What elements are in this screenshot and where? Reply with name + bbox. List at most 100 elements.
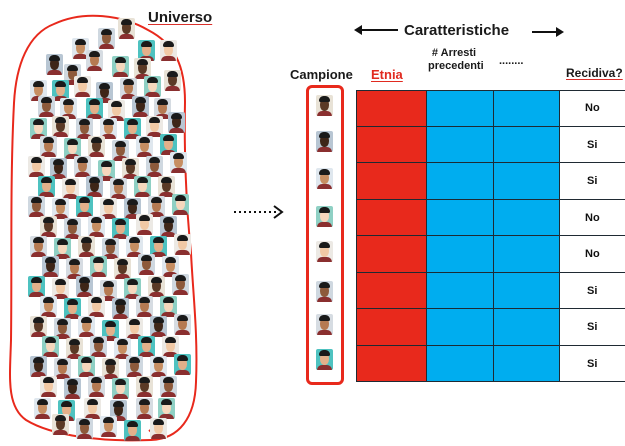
- person-face-icon: [134, 176, 151, 197]
- sample-column: [306, 85, 344, 385]
- table-column-divider: [493, 90, 494, 382]
- person-face-icon: [144, 76, 161, 97]
- person-face-icon: [174, 234, 191, 255]
- table-cell: [356, 272, 426, 309]
- person-face-icon: [126, 356, 143, 377]
- person-face-icon: [54, 318, 71, 339]
- person-face-icon: [78, 236, 95, 257]
- person-face-icon: [28, 196, 45, 217]
- person-face-icon: [162, 256, 179, 277]
- person-face-icon: [150, 236, 167, 257]
- person-face-icon: [76, 276, 93, 297]
- person-face-icon: [110, 178, 127, 199]
- person-face-icon: [118, 18, 135, 39]
- person-face-icon: [126, 236, 143, 257]
- table-cell: [559, 90, 625, 127]
- person-face-icon: [46, 54, 63, 75]
- person-face-icon: [138, 336, 155, 357]
- column-header-dots: ........: [499, 55, 524, 67]
- sample-face-icon: [316, 168, 333, 189]
- person-face-icon: [62, 178, 79, 199]
- table-cell: [559, 126, 625, 163]
- table-cell: [426, 163, 493, 200]
- person-face-icon: [64, 138, 81, 159]
- table-cell: [493, 199, 559, 236]
- person-face-icon: [172, 194, 189, 215]
- person-face-icon: [98, 160, 115, 181]
- table-cell: [426, 199, 493, 236]
- table-cell: [426, 345, 493, 382]
- person-face-icon: [112, 140, 129, 161]
- person-face-icon: [38, 176, 55, 197]
- table-cell: [559, 199, 625, 236]
- person-face-icon: [148, 196, 165, 217]
- person-face-icon: [112, 218, 129, 239]
- person-face-icon: [54, 358, 71, 379]
- recidiva-answer: No: [585, 211, 600, 224]
- person-face-icon: [40, 376, 57, 397]
- person-face-icon: [160, 296, 177, 317]
- sample-face-icon: [316, 206, 333, 227]
- person-face-icon: [74, 76, 91, 97]
- person-face-icon: [100, 198, 117, 219]
- person-face-icon: [160, 376, 177, 397]
- person-face-icon: [100, 416, 117, 437]
- table-cell: [493, 90, 559, 127]
- person-face-icon: [102, 238, 119, 259]
- person-face-icon: [136, 214, 153, 235]
- person-face-icon: [50, 158, 67, 179]
- table-cell: [356, 345, 426, 382]
- person-face-icon: [64, 298, 81, 319]
- table-cell: [493, 236, 559, 273]
- person-face-icon: [100, 118, 117, 139]
- person-face-icon: [40, 296, 57, 317]
- sample-face-icon: [316, 95, 333, 116]
- person-face-icon: [96, 82, 113, 103]
- sample-face-icon: [316, 314, 333, 335]
- person-face-icon: [54, 238, 71, 259]
- person-face-icon: [66, 258, 83, 279]
- person-face-icon: [84, 398, 101, 419]
- arrow-left-icon: [354, 25, 398, 35]
- person-face-icon: [76, 196, 93, 217]
- person-face-icon: [146, 156, 163, 177]
- table-cell: [426, 272, 493, 309]
- arrow-right-icon: [532, 27, 564, 37]
- person-face-icon: [160, 216, 177, 237]
- person-face-icon: [86, 176, 103, 197]
- recidiva-answer: Si: [587, 284, 598, 297]
- column-header-etnia: Etnia: [371, 67, 403, 82]
- recidiva-answer: Si: [587, 321, 598, 333]
- table-cell: [426, 126, 493, 163]
- recidiva-answer: No: [585, 248, 600, 260]
- person-face-icon: [170, 152, 187, 173]
- person-face-icon: [100, 280, 117, 301]
- table-column-divider: [426, 90, 427, 382]
- person-face-icon: [88, 296, 105, 317]
- person-face-icon: [112, 378, 129, 399]
- person-face-icon: [78, 356, 95, 377]
- person-face-icon: [122, 158, 139, 179]
- person-face-icon: [102, 320, 119, 341]
- table-cell: [559, 236, 625, 273]
- person-face-icon: [90, 256, 107, 277]
- person-face-icon: [76, 118, 93, 139]
- column-header-arresti-text: # Arresti precedenti: [428, 47, 484, 72]
- recidiva-answer: Si: [587, 138, 598, 151]
- person-face-icon: [102, 358, 119, 379]
- table-column-divider: [559, 90, 560, 382]
- table-cell: [426, 236, 493, 273]
- person-face-icon: [172, 274, 189, 295]
- person-face-icon: [110, 400, 127, 421]
- person-face-icon: [120, 78, 137, 99]
- table-cell: [559, 163, 625, 200]
- table-column-divider: [356, 90, 357, 382]
- person-face-icon: [38, 96, 55, 117]
- table-cell: [356, 236, 426, 273]
- person-face-icon: [158, 176, 175, 197]
- column-header-recidiva: Recidiva?: [566, 66, 623, 80]
- person-face-icon: [86, 50, 103, 71]
- person-face-icon: [114, 338, 131, 359]
